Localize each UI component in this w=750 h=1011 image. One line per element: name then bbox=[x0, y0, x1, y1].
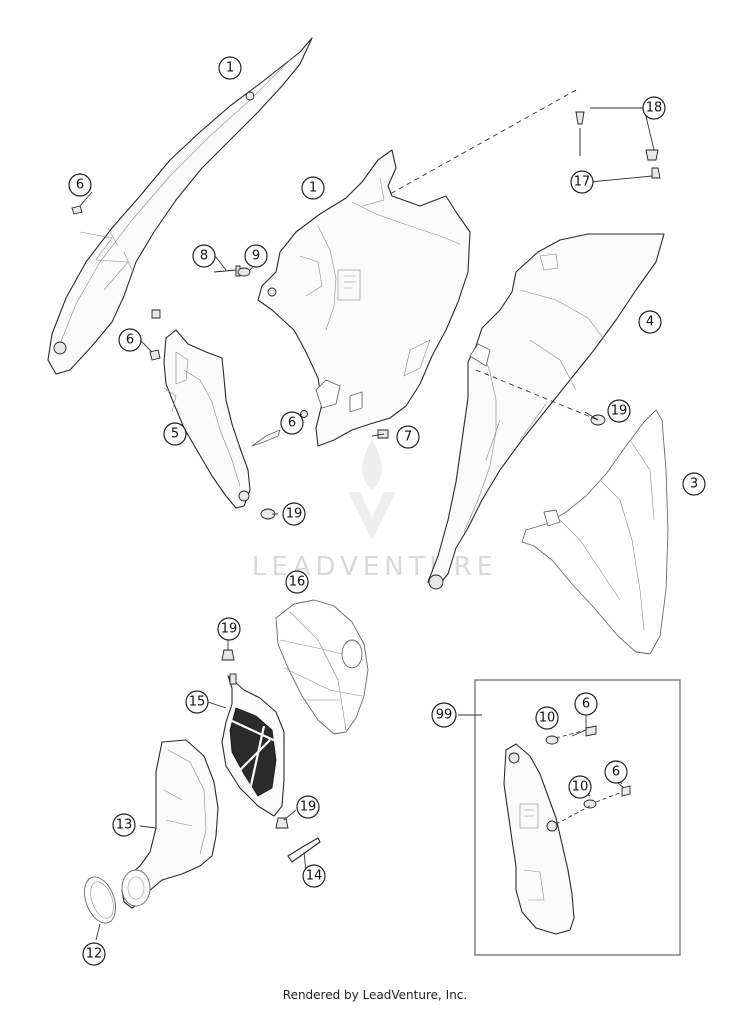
svg-text:9: 9 bbox=[252, 249, 260, 264]
part-15-air-filter bbox=[221, 673, 285, 817]
part-2-side-trim bbox=[47, 37, 313, 375]
svg-text:6: 6 bbox=[76, 178, 84, 193]
callout-12: 12 bbox=[82, 942, 106, 966]
callout-2: 1 bbox=[218, 56, 242, 80]
part-5-filter-bracket bbox=[163, 329, 281, 509]
svg-text:16: 16 bbox=[289, 575, 306, 590]
kit-99-box bbox=[474, 679, 681, 956]
part-4-side-panel bbox=[427, 233, 665, 590]
svg-text:3: 3 bbox=[690, 477, 698, 492]
watermark-logo bbox=[348, 440, 396, 540]
callout-3: 3 bbox=[682, 472, 706, 496]
svg-text:5: 5 bbox=[171, 427, 179, 442]
callout-16: 16 bbox=[285, 570, 309, 594]
callout-4: 4 bbox=[638, 310, 662, 334]
callout-6-left-top: 6 bbox=[68, 173, 92, 197]
svg-text:7: 7 bbox=[404, 430, 412, 445]
svg-text:19: 19 bbox=[611, 404, 628, 419]
part-13-intake-boot bbox=[121, 739, 219, 909]
callout-17: 17 bbox=[570, 170, 594, 194]
svg-text:99: 99 bbox=[436, 708, 453, 723]
callout-19-right: 19 bbox=[607, 399, 631, 423]
svg-text:14: 14 bbox=[306, 869, 323, 884]
callout-99: 99 bbox=[431, 702, 457, 728]
svg-text:6: 6 bbox=[582, 697, 590, 712]
svg-text:10: 10 bbox=[572, 780, 589, 795]
svg-text:10: 10 bbox=[539, 711, 556, 726]
svg-text:17: 17 bbox=[574, 175, 591, 190]
part-1-airbox bbox=[257, 149, 471, 447]
svg-text:1: 1 bbox=[226, 61, 234, 76]
callout-6-center: 6 bbox=[280, 411, 304, 435]
footer-credit: Rendered by LeadVenture, Inc. bbox=[282, 988, 468, 1002]
leader-dashed-18 bbox=[389, 89, 577, 195]
svg-text:18: 18 bbox=[646, 101, 663, 116]
leader-dashed-19 bbox=[475, 369, 599, 421]
callout-10-bottom: 10 bbox=[568, 775, 592, 799]
callout-9: 9 bbox=[244, 244, 268, 268]
svg-text:19: 19 bbox=[286, 507, 303, 522]
callout-6-kit-bottom: 6 bbox=[604, 760, 628, 784]
svg-text:15: 15 bbox=[189, 695, 206, 710]
svg-text:6: 6 bbox=[126, 333, 134, 348]
callout-15: 15 bbox=[185, 690, 209, 714]
svg-text:4: 4 bbox=[646, 315, 654, 330]
part-16-filter-cage bbox=[275, 599, 369, 735]
part-12-hose-clamp bbox=[84, 876, 116, 924]
part-14-clip bbox=[287, 837, 321, 863]
svg-text:13: 13 bbox=[116, 818, 133, 833]
callout-14: 14 bbox=[302, 864, 326, 888]
svg-text:19: 19 bbox=[221, 622, 238, 637]
svg-text:19: 19 bbox=[300, 800, 317, 815]
callout-19-lower: 19 bbox=[296, 795, 320, 819]
callout-1: 1 bbox=[301, 176, 325, 200]
svg-text:1: 1 bbox=[309, 181, 317, 196]
svg-text:8: 8 bbox=[200, 249, 208, 264]
svg-text:6: 6 bbox=[288, 416, 296, 431]
callout-6-left-mid: 6 bbox=[118, 328, 142, 352]
callout-19-left: 19 bbox=[282, 502, 306, 526]
callout-8: 8 bbox=[192, 244, 216, 268]
svg-text:6: 6 bbox=[612, 765, 620, 780]
callout-19-upper: 19 bbox=[217, 617, 241, 641]
callout-13: 13 bbox=[112, 813, 136, 837]
callout-18: 18 bbox=[642, 96, 666, 120]
callout-7: 7 bbox=[396, 425, 420, 449]
callout-5: 5 bbox=[163, 422, 187, 446]
callout-10-top: 10 bbox=[535, 706, 559, 730]
part-3-cover-panel bbox=[521, 409, 669, 655]
svg-text:12: 12 bbox=[86, 947, 103, 962]
callout-6-kit-top: 6 bbox=[574, 692, 598, 716]
